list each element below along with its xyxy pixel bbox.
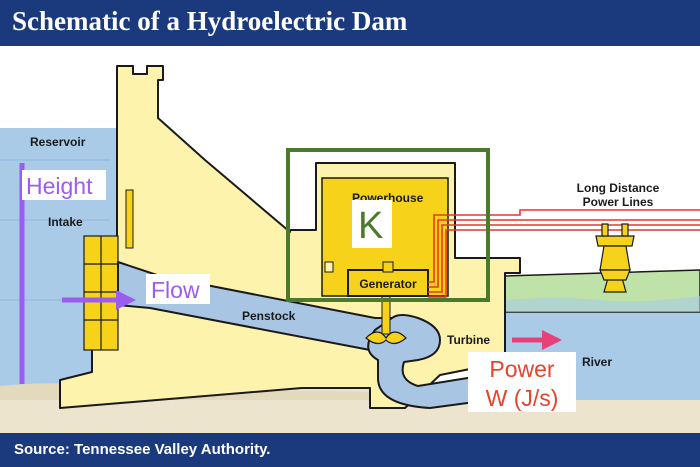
power-annotation-2: W (J/s) <box>486 385 559 411</box>
footer-bar: Source: Tennessee Valley Authority. <box>0 433 700 467</box>
power-lines-label-1: Long Distance <box>577 181 660 195</box>
source-credit: Source: Tennessee Valley Authority. <box>14 441 271 458</box>
power-box <box>468 352 576 412</box>
river-label: River <box>582 355 612 369</box>
k-box <box>286 148 490 302</box>
intake-grate <box>83 235 119 351</box>
page-title: Schematic of a Hydroelectric Dam <box>12 6 408 36</box>
intake-label: Intake <box>48 215 83 229</box>
height-annotation: Height <box>26 173 93 199</box>
power-annotation-1: Power <box>489 356 555 382</box>
power-lines-label-2: Power Lines <box>583 195 654 209</box>
transmission-tower <box>595 223 635 293</box>
turbine-label: Turbine <box>447 333 490 347</box>
penstock-label: Penstock <box>242 309 296 323</box>
k-annotation: K <box>358 205 383 247</box>
dam-schematic: Reservoir Intake Penstock Turbine River … <box>0 46 700 433</box>
generator-label: Generator <box>359 277 417 291</box>
reservoir-label: Reservoir <box>30 135 86 149</box>
title-bar: Schematic of a Hydroelectric Dam <box>0 0 700 46</box>
power-lines <box>428 209 700 298</box>
flow-annotation: Flow <box>151 277 200 303</box>
turbine <box>365 285 407 345</box>
generator-box <box>347 269 429 297</box>
